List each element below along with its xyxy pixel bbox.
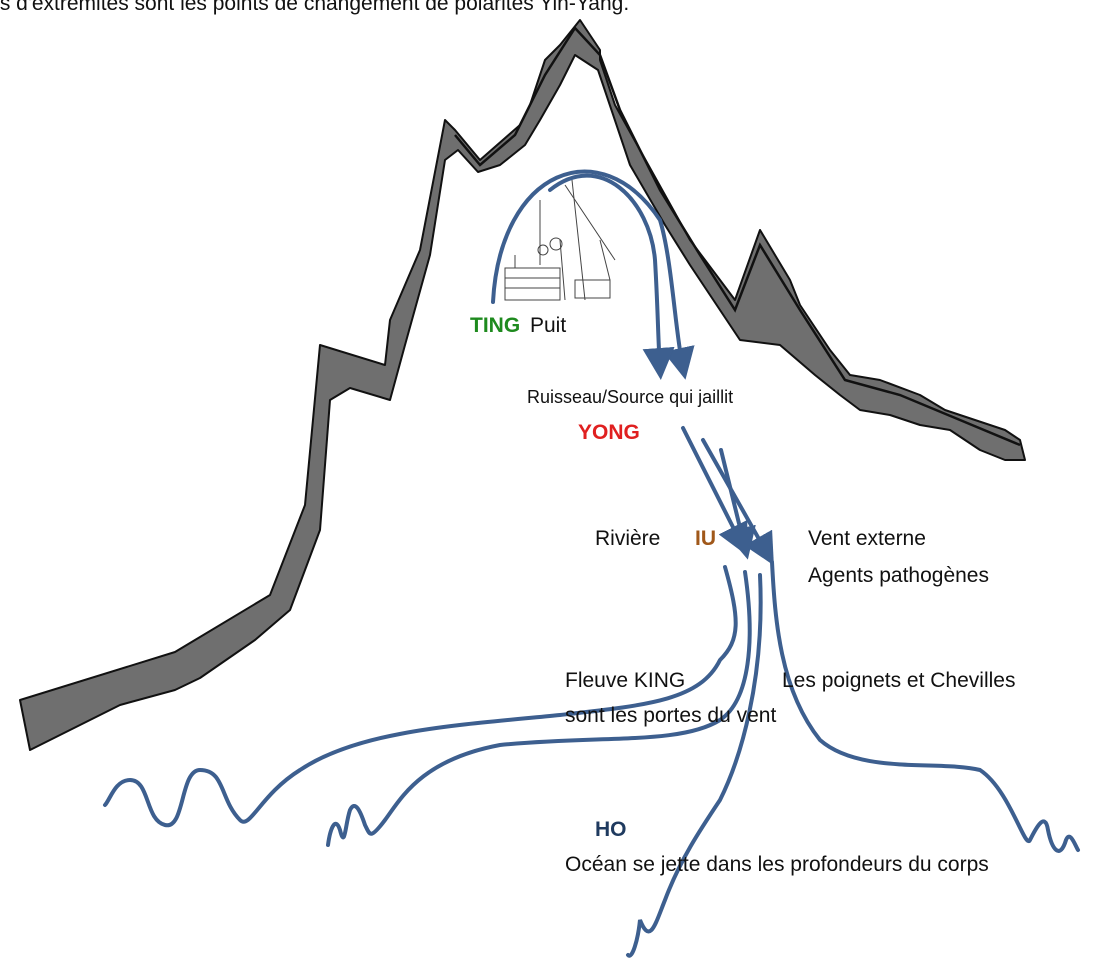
stream-river-mid xyxy=(326,570,752,847)
label-agents-pathogenes: Agents pathogènes xyxy=(808,564,989,587)
stream-river-center xyxy=(626,573,763,958)
stream-arc-inner xyxy=(548,173,675,380)
label-yong: YONG xyxy=(578,421,640,444)
label-ting: TING xyxy=(470,314,521,337)
stream-yong-2 xyxy=(701,438,774,566)
stream-lines xyxy=(103,169,1080,958)
mountain-ribbon xyxy=(19,19,1026,751)
mountain-silhouette xyxy=(19,19,1026,751)
label-puit: Puit xyxy=(530,314,567,337)
label-ocean: Océan se jette dans les profondeurs du c… xyxy=(565,853,989,876)
label-iu: IU xyxy=(695,527,716,550)
label-vent-externe: Vent externe xyxy=(808,527,926,550)
stream-yong-3 xyxy=(719,448,756,560)
label-ruisseau: Ruisseau/Source qui jaillit xyxy=(527,387,734,407)
stream-river-left xyxy=(103,565,738,828)
label-ho: HO xyxy=(595,818,627,841)
header-caption: ts d'extrémités sont les points de chang… xyxy=(0,0,630,15)
stream-river-right xyxy=(770,560,1080,853)
label-poignets-chevilles: Les poignets et Chevilles xyxy=(782,669,1016,692)
label-fleuve-king: Fleuve KING xyxy=(565,669,686,692)
label-portes-du-vent: sont les portes du vent xyxy=(565,704,777,727)
stream-arc-outer xyxy=(491,169,695,380)
well-sketch xyxy=(504,179,616,301)
label-riviere: Rivière xyxy=(595,527,661,550)
mountain-ridge-line xyxy=(454,25,1021,447)
